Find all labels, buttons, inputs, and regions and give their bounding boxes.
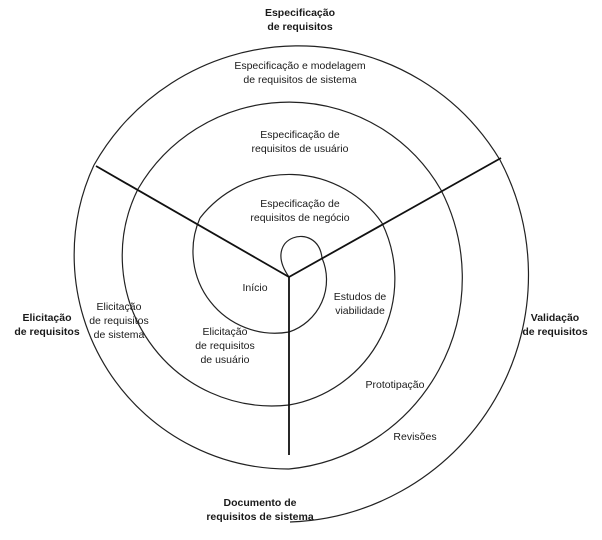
label-prototipacao: Prototipação	[365, 379, 425, 391]
spiral-arc-10	[289, 159, 530, 523]
sector-label-validacao: Validação de requisitos	[522, 312, 588, 338]
spiral-arc-9	[93, 45, 501, 166]
divider-right	[288, 157, 502, 278]
label-spec-negocio: Especificação de requisitos de negócio	[250, 198, 350, 224]
spiral-arc-5	[121, 188, 290, 407]
spiral-arc-7	[288, 189, 463, 470]
label-elicitacao-sistema: Elicitação de requisitos de sistema	[89, 301, 149, 341]
spiral-arc-8	[73, 164, 290, 470]
sector-label-elicitacao: Elicitação de requisitos	[14, 312, 80, 338]
spiral-arc-4	[288, 222, 396, 406]
label-inicio: Início	[242, 282, 268, 294]
sector-label-especificacao: Especificação de requisitos	[264, 7, 336, 33]
spiral-arc-6	[137, 101, 442, 191]
spiral-arc-2	[192, 217, 290, 334]
label-elicitacao-usuario: Elicitação de requisitos de usuário	[195, 326, 255, 366]
divider-left	[95, 165, 290, 278]
label-spec-usuario: Especificação de requisitos de usuário	[251, 129, 349, 155]
spiral-arc-3	[199, 173, 383, 224]
label-spec-sistema: Especificação e modelagem de requisitos …	[234, 60, 366, 86]
sector-label-documento: Documento de requisitos de sistema	[206, 497, 314, 523]
label-revisoes: Revisões	[393, 431, 437, 443]
label-estudos-viabilidade: Estudos de viabilidade	[333, 291, 387, 317]
spiral-arc-1	[288, 257, 328, 333]
spiral-arc-core	[280, 235, 323, 278]
